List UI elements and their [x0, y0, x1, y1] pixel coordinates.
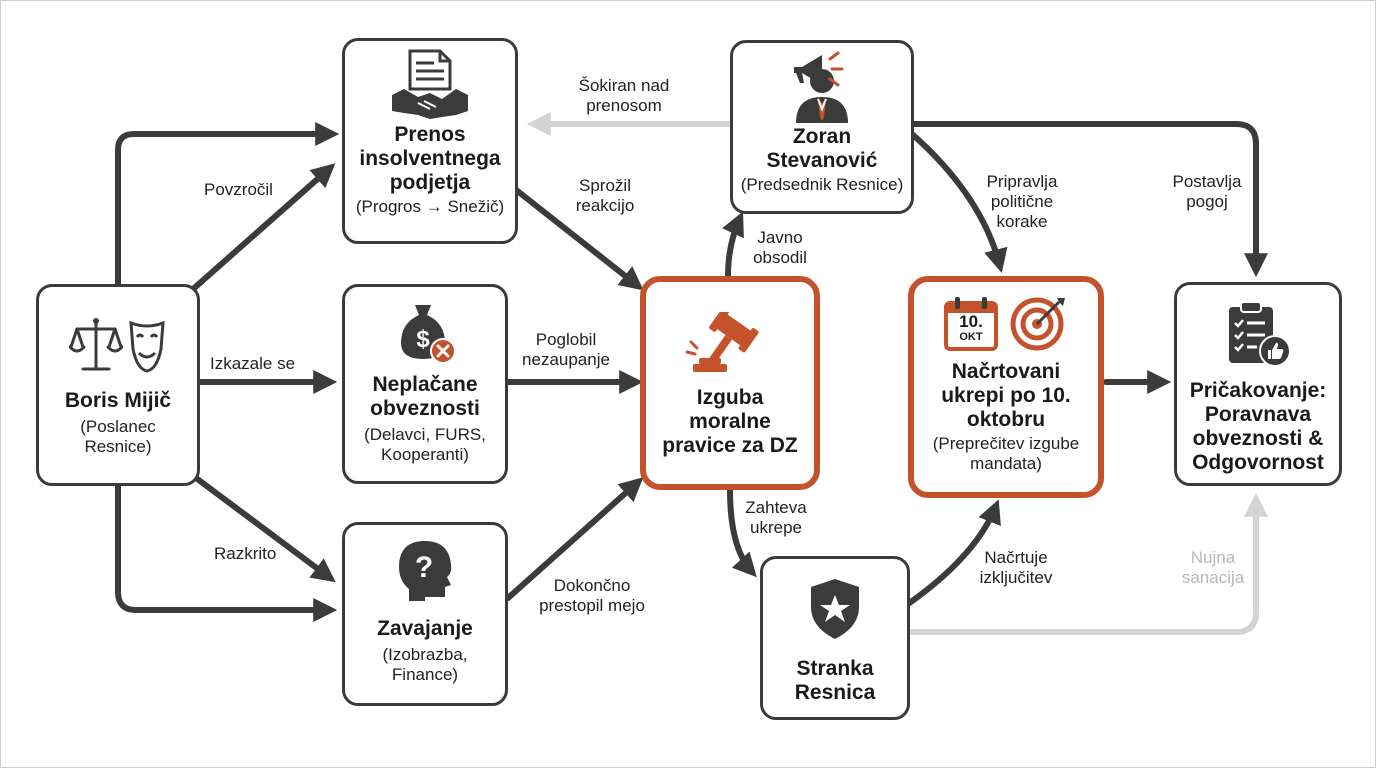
edge-label-izkazale: Izkazale se: [210, 354, 296, 373]
calendar-month: OKT: [959, 331, 983, 343]
node-izguba: Izguba moralne pravice za DZ: [640, 276, 820, 490]
gavel-icon: [685, 312, 759, 372]
scales-icon: [69, 318, 123, 371]
node-title: Stranka Resnica: [794, 657, 876, 704]
edge-postavlja: [911, 121, 1268, 278]
edge-pripravlja: [909, 131, 1008, 273]
edge-nacrtuje: [905, 499, 1001, 607]
edge-label-nujna: Nujna sanacija: [1181, 548, 1245, 587]
edge-label-sprozil: Sprožil reakcijo: [575, 176, 635, 215]
target-icon: [1010, 297, 1065, 351]
node-subtitle: (Poslanec Resnice): [80, 417, 156, 456]
node-title: Pričakovanje: Poravnava obveznosti & Odg…: [1189, 379, 1327, 474]
edge-label-pripravlja: Pripravlja politične korake: [986, 172, 1058, 231]
edge-label-razkrito: Razkrito: [214, 544, 277, 563]
edge-label-postavlja: Postavlja pogoj: [1172, 172, 1242, 211]
node-zavajanje: ? Zavajanje (Izobrazba, Finance): [342, 522, 508, 706]
edge-label-sokiran: Šokiran nad prenosom: [578, 76, 670, 115]
edge-label-zahteva: Zahteva ukrepe: [745, 498, 807, 537]
edge-dokoncno: [505, 477, 644, 601]
edge-nujna: [909, 492, 1268, 635]
node-ukrepi: 10. OKT Načrtovani ukrepi po 10. oktobru…: [908, 276, 1104, 498]
node-title: Prenos insolventnega podjetja: [359, 123, 501, 194]
node-title: Izguba moralne pravice za DZ: [662, 386, 798, 457]
node-boris-mijic: Boris Mijič (Poslanec Resnice): [36, 284, 200, 486]
clipboard-thumbs-up-icon: [1229, 301, 1291, 367]
node-title: Boris Mijič: [64, 389, 172, 412]
edge-label-dokoncno: Dokončno prestopil mejo: [539, 576, 645, 615]
head-question-icon: ?: [399, 541, 452, 601]
node-subtitle: (Progros → Snežič): [355, 197, 505, 216]
calendar-icon: 10. OKT: [943, 295, 999, 351]
edge-label-javno: Javno obsodil: [753, 228, 807, 267]
document-handshake-icon: [392, 49, 468, 119]
svg-text:?: ?: [415, 551, 433, 584]
node-subtitle: (Izobrazba, Finance): [382, 645, 468, 684]
node-zoran: Zoran Stevanović (Predsednik Resnice): [730, 40, 914, 214]
megaphone-person-icon: [794, 51, 848, 123]
node-title: Načrtovani ukrepi po 10. oktobru: [941, 360, 1071, 431]
node-subtitle: (Preprečitev izgube mandata): [932, 434, 1080, 473]
edge-label-nacrtuje: Načrtuje izključitev: [979, 548, 1053, 587]
edge-label-poglobil: Poglobil nezaupanje: [522, 330, 610, 369]
node-neplacane: $ Neplačane obveznosti (Delavci, FURS, K…: [342, 284, 508, 484]
edge-sprozil: [503, 179, 644, 291]
edge-javno: [722, 211, 744, 279]
node-subtitle: (Delavci, FURS, Kooperanti): [364, 425, 486, 464]
edge-label-povzrocil: Povzročil: [204, 180, 273, 199]
edge-povzrocil: [189, 163, 336, 293]
node-stranka: Stranka Resnica: [760, 556, 910, 720]
node-subtitle: (Predsednik Resnice): [740, 175, 904, 194]
edge-boris-zavajanje-bottom: [115, 483, 338, 622]
calendar-day: 10.: [959, 312, 983, 331]
node-title: Zoran Stevanović: [766, 125, 878, 172]
node-title: Zavajanje: [377, 617, 473, 640]
node-title: Neplačane obveznosti: [370, 373, 480, 420]
shield-star-icon: [811, 579, 859, 639]
node-prenos: Prenos insolventnega podjetja (Progros →…: [342, 38, 518, 244]
edge-zahteva: [727, 487, 757, 578]
theater-masks-icon: [129, 320, 165, 373]
node-pricakovanje: Pričakovanje: Poravnava obveznosti & Odg…: [1174, 282, 1342, 486]
edge-boris-prenos-top: [115, 122, 340, 287]
edge-razkrito: [193, 475, 336, 583]
money-bag-x-icon: $: [401, 305, 456, 364]
svg-text:$: $: [416, 326, 430, 353]
